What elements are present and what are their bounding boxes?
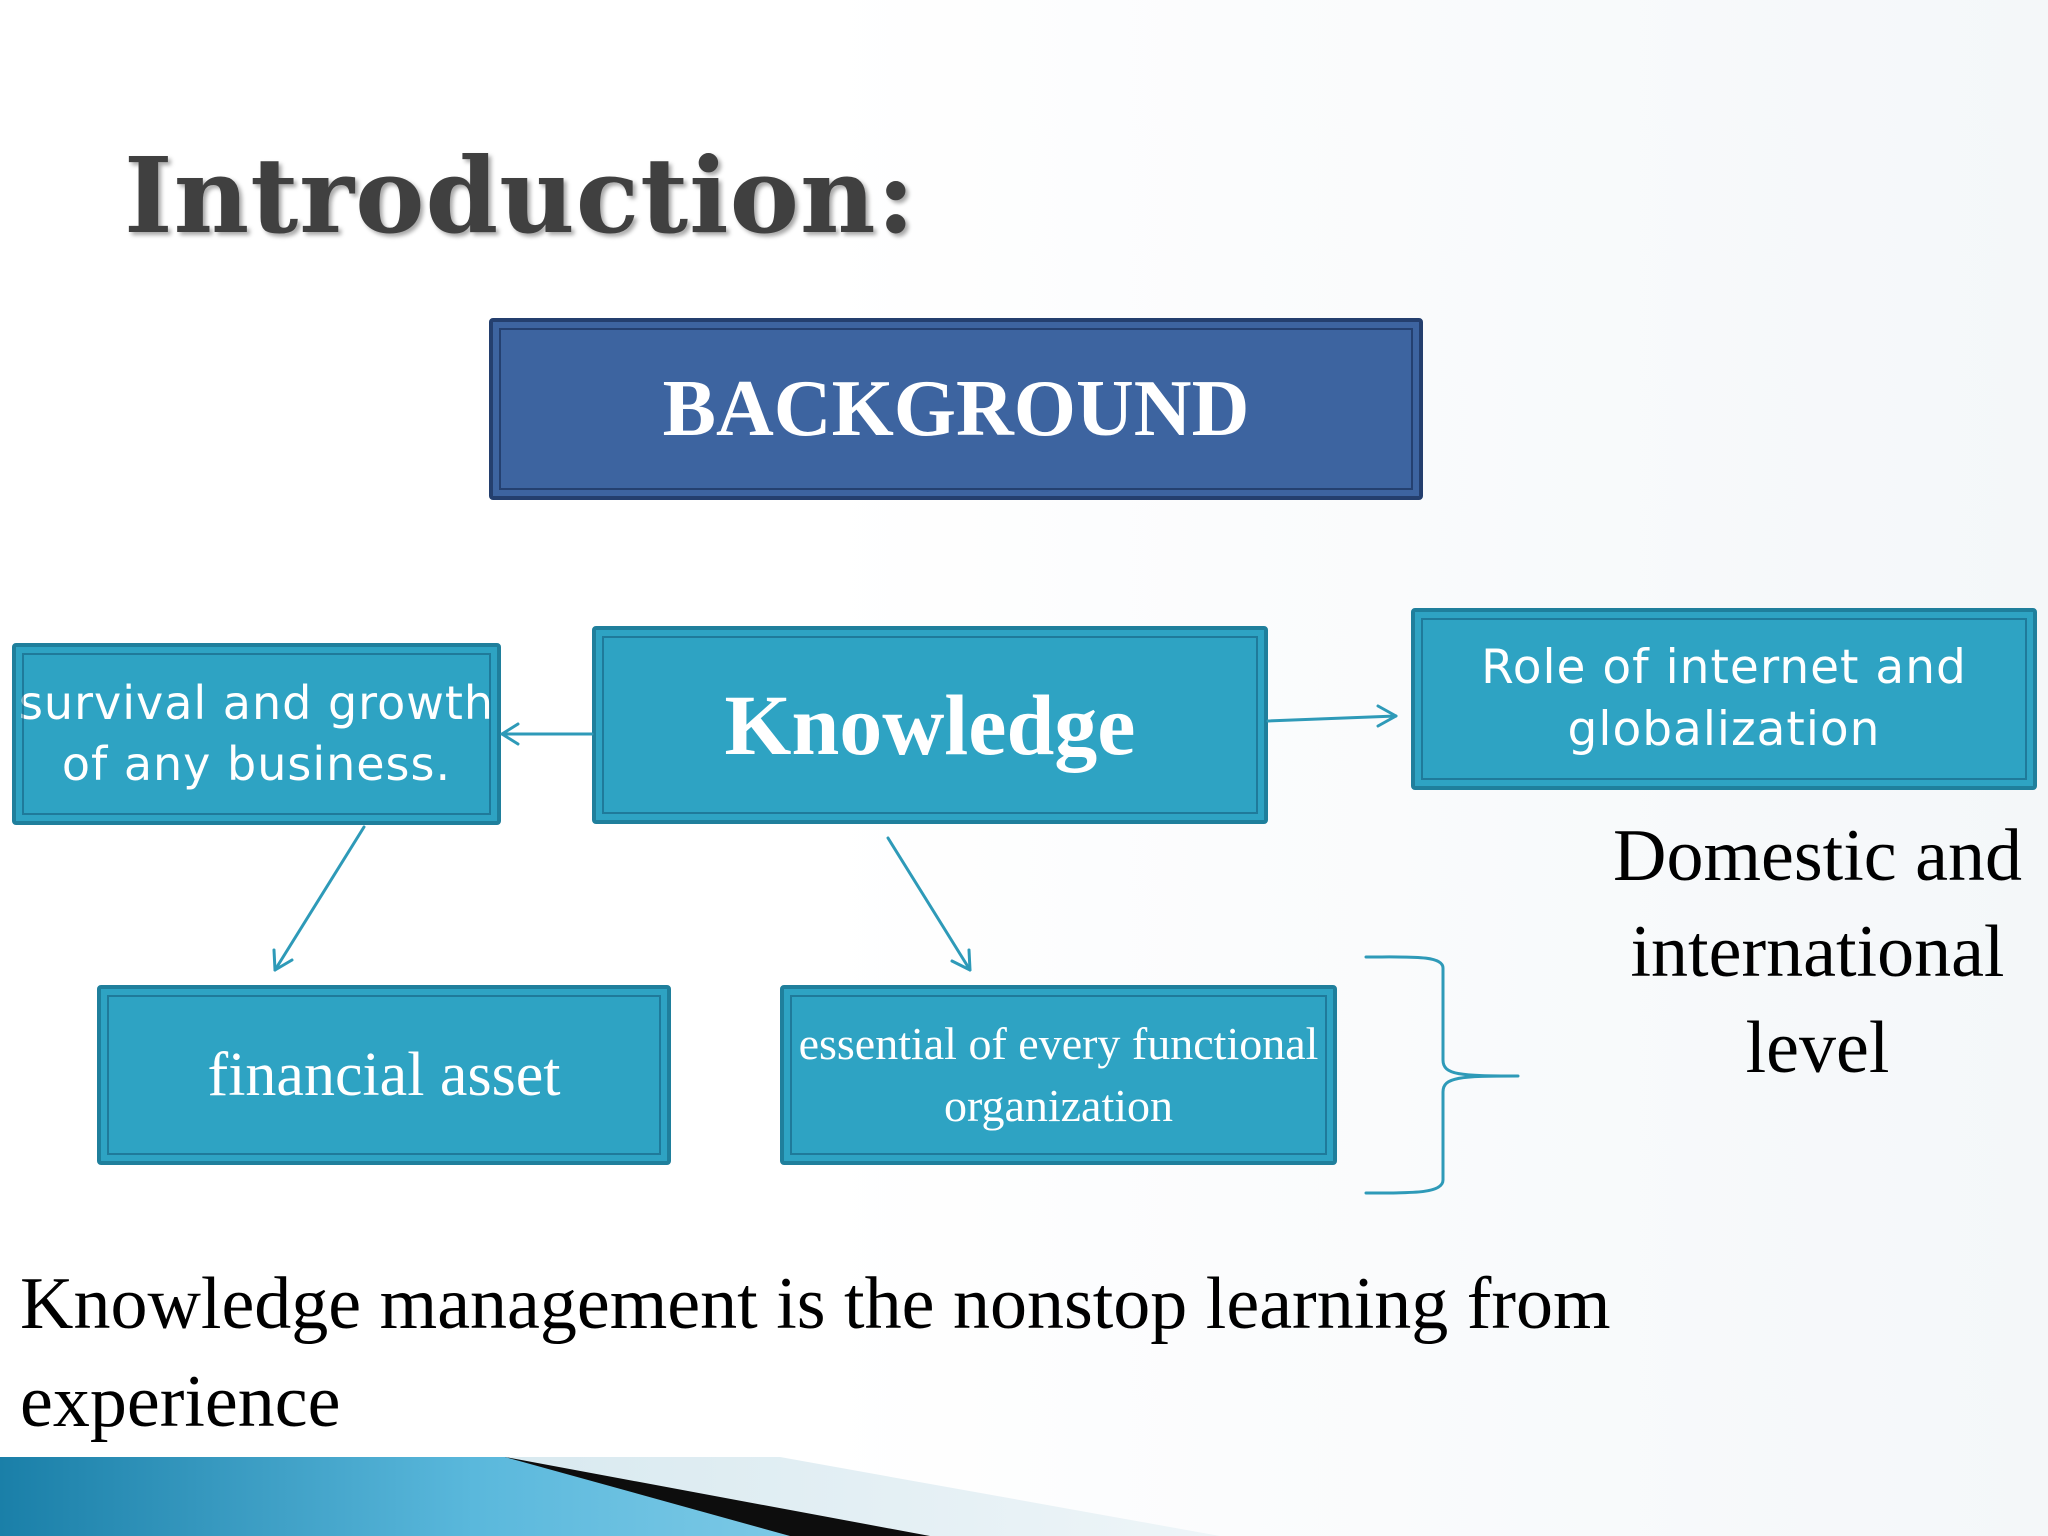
slide-title: Introduction: [124, 134, 917, 257]
background-label: BACKGROUND [662, 364, 1250, 453]
essential-organization-box: essential of every functional organizati… [780, 985, 1337, 1165]
domestic-international-note: Domestic and international level [1613, 815, 2022, 1089]
knowledge-label: Knowledge [724, 677, 1136, 773]
survival-box: survival and growth of any business. [12, 643, 501, 825]
knowledge-management-statement: Knowledge management is the nonstop lear… [20, 1263, 1611, 1443]
knowledge-box: Knowledge [592, 626, 1268, 824]
internet-globalization-box: Role of internet and globalization [1411, 608, 2037, 790]
essential-organization-label: essential of every functional organizati… [798, 1018, 1319, 1131]
financial-asset-box: financial asset [97, 985, 671, 1165]
survival-label: survival and growth of any business. [18, 676, 495, 791]
financial-asset-label: financial asset [207, 1040, 561, 1109]
internet-globalization-label: Role of internet and globalization [1481, 640, 1967, 757]
background-box: BACKGROUND [489, 318, 1423, 500]
